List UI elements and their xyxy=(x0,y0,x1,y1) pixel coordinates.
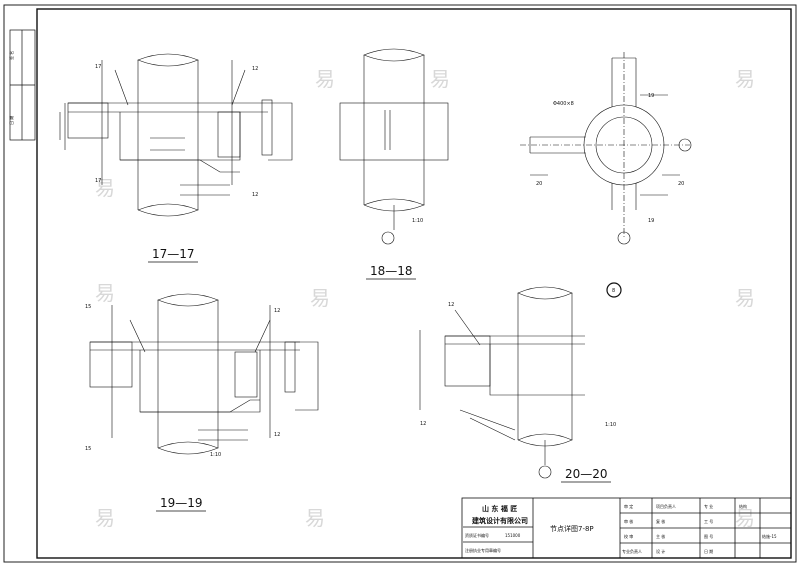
tb-row2-c: 工 号 xyxy=(704,518,713,524)
detail-callout-number: 8 xyxy=(612,288,615,294)
tb-row4-c: 日 期 xyxy=(704,548,713,554)
section-18-drawing xyxy=(339,48,449,245)
section-20-weld-b: 12 xyxy=(420,421,426,427)
tb-row4-b: 设 计 xyxy=(656,548,665,554)
watermark-glyph: 易 xyxy=(95,506,115,530)
section-19-scale: 1:10 xyxy=(210,452,221,458)
tb-row1-c: 专 业 xyxy=(704,503,713,509)
title-block xyxy=(461,497,792,559)
tb-row2-a: 审 核 xyxy=(624,518,633,524)
section-19-cut-a: 15 xyxy=(85,304,91,310)
drawing-title: 节点详图7-8P xyxy=(550,524,594,533)
section-19-title: 19—19 xyxy=(160,496,203,510)
tb-row3-c: 图 号 xyxy=(704,533,713,539)
section-20-title: 20—20 xyxy=(565,467,608,481)
watermark-glyph: 易 xyxy=(735,286,755,310)
plan-cut-d: 20 xyxy=(678,181,684,187)
tb-row2-b: 复 核 xyxy=(656,518,665,524)
watermark-glyph: 易 xyxy=(310,286,330,310)
detail-callout-circle xyxy=(606,282,622,298)
tb-row1-a: 审 定 xyxy=(624,503,633,509)
watermark-glyph: 易 xyxy=(95,281,115,305)
left-strip-bottom-label: 日 期 xyxy=(8,116,14,125)
watermark-layer: 易 易 易 易 易 易 易 易 易 易 xyxy=(95,67,755,530)
left-strip-top-label: 签 名 xyxy=(8,51,14,60)
tb-row4-a: 专业负责人 xyxy=(622,548,642,554)
section-20-weld-a: 12 xyxy=(448,302,454,308)
cert-label: 资质证书编号 xyxy=(465,532,489,538)
section-17-cut-b: 17 xyxy=(95,178,101,184)
watermark-glyph: 易 xyxy=(430,67,450,91)
section-19-cut-b: 15 xyxy=(85,446,91,452)
plan-view-drawing xyxy=(520,52,692,245)
outer-border xyxy=(3,4,797,563)
company-name-line1: 山 东 福 匠 xyxy=(482,504,517,513)
reg-stamp-label: 注册执业专用章编号 xyxy=(465,547,501,553)
section-19-drawing xyxy=(89,293,319,455)
section-19-weld-b: 12 xyxy=(274,432,280,438)
watermark-glyph: 易 xyxy=(305,506,325,530)
tb-row1-d: 结构 xyxy=(739,503,747,509)
section-20-drawing xyxy=(419,286,585,479)
section-17-weld-a: 12 xyxy=(252,66,258,72)
section-18-scale: 1:10 xyxy=(412,218,423,224)
section-20-scale: 1:10 xyxy=(605,422,616,428)
watermark-glyph: 易 xyxy=(95,176,115,200)
section-17-drawing xyxy=(59,53,293,217)
tb-row3-a: 校 审 xyxy=(624,533,633,539)
section-19-weld-a: 12 xyxy=(274,308,280,314)
watermark-glyph: 易 xyxy=(735,67,755,91)
company-name-line2: 建筑设计有限公司 xyxy=(472,516,528,525)
section-17-cut-a: 17 xyxy=(95,64,101,70)
section-17-weld-b: 12 xyxy=(252,192,258,198)
tb-row3-d: 结施-15 xyxy=(762,533,777,539)
cert-value: 151000 xyxy=(505,533,521,538)
plan-cut-a: 19 xyxy=(648,93,654,99)
plan-cut-b: 19 xyxy=(648,218,654,224)
tb-row1-b: 项目负责人 xyxy=(656,503,676,509)
plan-pipe-label: Φ400×8 xyxy=(553,101,574,107)
section-18-title: 18—18 xyxy=(370,264,413,278)
inner-border xyxy=(36,8,792,559)
section-17-title: 17—17 xyxy=(152,247,195,261)
watermark-glyph: 易 xyxy=(735,506,755,530)
tb-row3-b: 主 核 xyxy=(656,533,665,539)
watermark-glyph: 易 xyxy=(315,67,335,91)
plan-cut-c: 20 xyxy=(536,181,542,187)
left-binding-strip xyxy=(9,29,36,141)
